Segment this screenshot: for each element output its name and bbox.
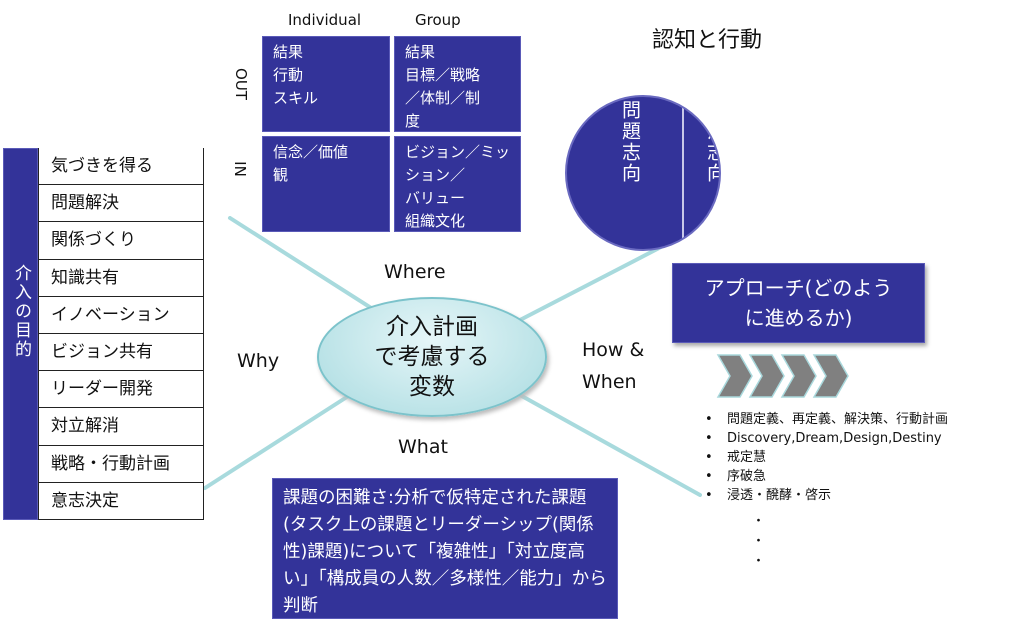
label-what: What xyxy=(398,436,448,458)
purpose-item: ビジョン共有 xyxy=(38,334,204,372)
approach-list: 問題定義、再定義、解決策、行動計画 Discovery,Dream,Design… xyxy=(705,410,948,505)
chevron-icon xyxy=(812,354,849,398)
line-what xyxy=(518,393,702,497)
row-header-in: IN xyxy=(230,161,249,177)
purpose-item: 戦略・行動計画 xyxy=(38,445,204,483)
ellipsis-dot: ・ xyxy=(752,534,766,549)
purpose-title: 介入の目的 xyxy=(11,264,31,359)
label-where: Where xyxy=(384,261,446,283)
cognition-circle: 問題志向 解決志向 xyxy=(565,95,721,251)
what-box: 課題の困難さ:分析で仮特定された課題(タスク上の課題とリーダーシップ(関係性)課… xyxy=(272,478,618,619)
approach-item: 浸透・醗酵・啓示 xyxy=(705,486,948,505)
col-header-individual: Individual xyxy=(288,11,362,29)
col-header-group: Group xyxy=(415,11,461,29)
cognition-right: 解決志向 xyxy=(704,100,721,184)
approach-box: アプローチ(どのよう に進めるか) xyxy=(672,263,925,343)
purpose-item: リーダー開発 xyxy=(38,371,204,409)
approach-item: Discovery,Dream,Design,Destiny xyxy=(705,429,948,448)
cell-in-individual: 信念／価値 観 xyxy=(262,136,390,232)
purpose-item: イノベーション xyxy=(38,296,204,334)
cell-out-individual: 結果 行動 スキル xyxy=(262,36,390,132)
ellipsis-dot: ・ xyxy=(752,514,766,529)
chevron-icon xyxy=(748,354,785,398)
process-chevrons xyxy=(716,354,849,398)
approach-ellipsis: ・ ・ ・ xyxy=(752,512,765,572)
cognition-left: 問題志向 xyxy=(619,100,641,184)
chevron-icon xyxy=(716,354,753,398)
cognition-title: 認知と行動 xyxy=(652,28,763,53)
circle-divider xyxy=(682,97,684,249)
approach-item: 戒定慧 xyxy=(705,448,948,467)
purpose-item: 知識共有 xyxy=(38,259,204,297)
label-why: Why xyxy=(237,350,280,372)
label-how-when: How & When xyxy=(582,339,645,393)
purpose-item: 関係づくり xyxy=(38,222,204,260)
ellipsis-dot: ・ xyxy=(752,554,766,569)
chevron-icon xyxy=(780,354,817,398)
purpose-item: 問題解決 xyxy=(38,185,204,223)
approach-item: 序破急 xyxy=(705,467,948,486)
purpose-item: 気づきを得る xyxy=(38,148,204,186)
purpose-title-bar: 介入の目的 xyxy=(3,148,38,520)
cell-in-group: ビジョン／ミッ ション／ バリュー 組織文化 xyxy=(394,136,521,232)
purpose-item: 意志決定 xyxy=(38,482,204,520)
center-ellipse: 介入計画 で考慮する 変数 xyxy=(317,297,547,417)
row-header-out: OUT xyxy=(231,68,250,100)
line-why xyxy=(203,393,352,490)
purpose-item: 対立解消 xyxy=(38,408,204,446)
approach-item: 問題定義、再定義、解決策、行動計画 xyxy=(705,410,948,429)
cell-out-group: 結果 目標／戦略 ／体制／制 度 xyxy=(394,36,521,132)
line-where xyxy=(228,216,392,322)
